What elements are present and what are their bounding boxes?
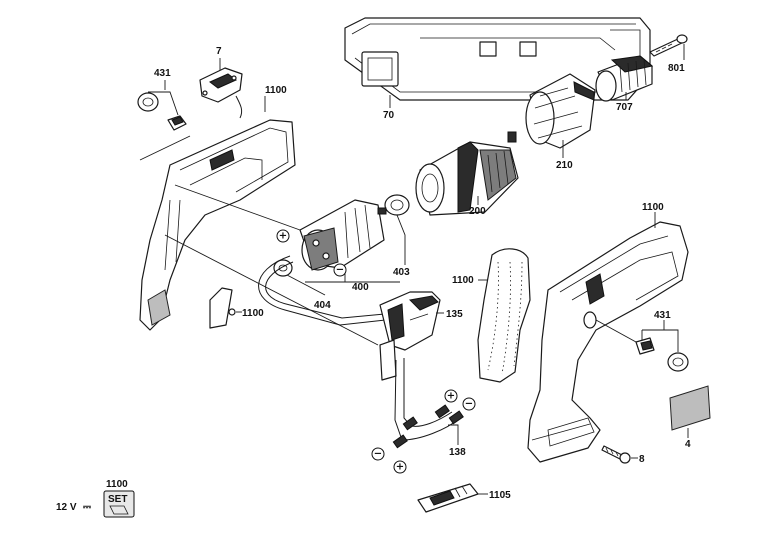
left-housing-shell [139, 119, 296, 331]
housing-screw [601, 445, 631, 464]
part-label-431-top: 431 [154, 68, 171, 79]
svg-text:+: + [396, 462, 404, 473]
svg-text:−: − [465, 399, 473, 410]
forward-reverse-switch [199, 67, 243, 119]
voltage-label: 12 V [56, 502, 77, 513]
gearbox-assembly [415, 131, 519, 216]
part-label-1100-top: 1100 [265, 85, 287, 96]
svg-text:+: + [447, 391, 455, 402]
switch-bushings-top [137, 92, 187, 131]
wire-harness [258, 255, 386, 326]
part-label-8: 8 [639, 454, 645, 465]
dc-symbol: ⎓ [83, 502, 91, 513]
terminal-wires [392, 358, 464, 449]
part-label-1105: 1105 [489, 490, 511, 501]
part-label-200: 200 [469, 206, 486, 217]
part-label-135: 135 [446, 309, 463, 320]
part-label-4: 4 [685, 439, 691, 450]
part-label-210: 210 [556, 160, 573, 171]
polarity-marker-minus-wire-b: − [371, 447, 385, 461]
polarity-marker-plus-wire-b: + [393, 460, 407, 474]
battery-set-block: 1100 12 V ⎓ SET [56, 479, 135, 518]
gearbox-cover [525, 73, 596, 149]
part-label-138: 138 [449, 447, 466, 458]
switch-bushings-right [635, 337, 689, 372]
right-housing-shell [527, 221, 689, 463]
polarity-marker-minus-motor: − [333, 263, 347, 277]
part-label-403: 403 [393, 267, 410, 278]
set-label: SET [108, 494, 127, 505]
type-plate [669, 385, 711, 431]
trigger-switch [379, 291, 441, 381]
part-label-400: 400 [352, 282, 369, 293]
svg-text:−: − [374, 449, 382, 460]
polarity-marker-plus-wire-a: + [444, 389, 458, 403]
housing-clip [209, 287, 236, 329]
part-label-1100-right: 1100 [642, 202, 664, 213]
part-label-1100-left: 1100 [242, 308, 264, 319]
soft-grip [477, 248, 531, 383]
part-label-70: 70 [383, 110, 395, 121]
polarity-marker-plus-motor: + [276, 229, 290, 243]
motor [299, 199, 387, 271]
part-label-707: 707 [616, 102, 633, 113]
part-label-431-right: 431 [654, 310, 671, 321]
polarity-marker-minus-wire-a: − [462, 397, 476, 411]
chuck-screw [649, 34, 688, 57]
part-label-7: 7 [216, 46, 222, 57]
set-battery-icon [109, 505, 129, 515]
part-label-801: 801 [668, 63, 685, 74]
motor-ring [384, 194, 410, 216]
keyless-chuck [595, 55, 654, 102]
svg-text:−: − [336, 265, 344, 276]
svg-text:+: + [279, 231, 287, 242]
battery-contact-plate [417, 483, 479, 513]
part-label-404: 404 [314, 300, 331, 311]
part-label-1100-grip: 1100 [452, 275, 474, 286]
set-part-number: 1100 [106, 479, 128, 490]
